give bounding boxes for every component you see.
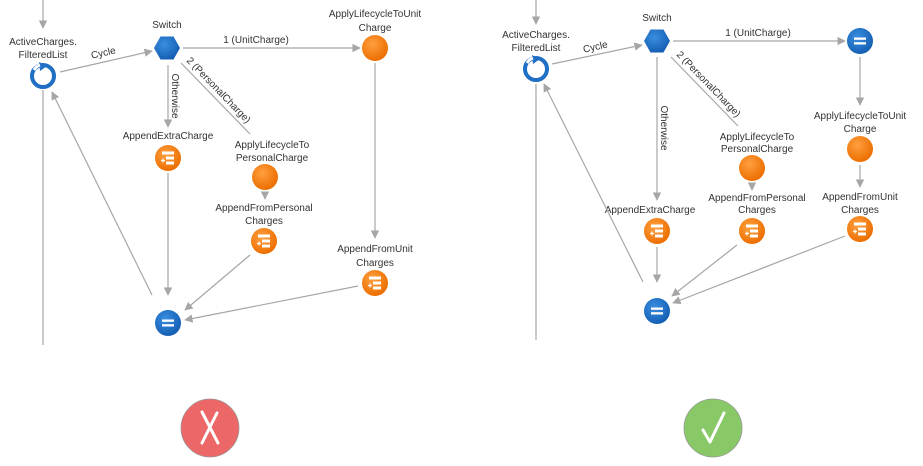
- apply-personal-label-2: PersonalCharge: [721, 144, 794, 155]
- edge: [671, 244, 738, 297]
- apply-personal-action-icon[interactable]: [739, 155, 765, 181]
- personal-charge-edge-label: 2 (PersonalCharge): [674, 49, 743, 119]
- apply-unit-label-2: Charge: [844, 124, 877, 135]
- x-icon: [200, 410, 220, 445]
- apply-unit-action-icon[interactable]: [847, 136, 873, 162]
- append-unit-label-1: AppendFromUnit: [822, 192, 898, 203]
- apply-personal-action-icon[interactable]: [252, 164, 278, 190]
- edge: [184, 254, 251, 311]
- unit-charge-edge-label: 1 (UnitCharge): [223, 35, 289, 46]
- cycle-edge: [551, 42, 643, 65]
- append-extra-label: AppendExtraCharge: [605, 205, 696, 216]
- append-unit-icon[interactable]: [846, 215, 874, 243]
- right-flow: ActiveCharges. FilteredList Cycle Switch…: [502, 0, 906, 458]
- apply-unit-label-1: ApplyLifecycleToUnit: [329, 9, 421, 20]
- append-unit-label-2: Charges: [356, 258, 394, 269]
- assign-end-icon[interactable]: [644, 298, 670, 324]
- edge: [184, 285, 359, 323]
- loop-back-edge: [51, 91, 153, 296]
- switch-label: Switch: [152, 20, 181, 31]
- apply-personal-label-1: ApplyLifecycleTo: [235, 140, 310, 151]
- append-personal-label-2: Charges: [245, 216, 283, 227]
- append-unit-icon[interactable]: [361, 269, 389, 297]
- personal-charge-edge: [670, 56, 739, 127]
- loop-label-1: ActiveCharges.: [9, 37, 77, 48]
- switch-icon[interactable]: [644, 29, 670, 53]
- switch-icon[interactable]: [154, 36, 180, 60]
- append-extra-label: AppendExtraCharge: [123, 131, 214, 142]
- check-icon: [701, 411, 726, 444]
- apply-unit-label-2: Charge: [359, 23, 392, 34]
- append-unit-label-2: Charges: [841, 205, 879, 216]
- loop-icon[interactable]: [523, 53, 549, 82]
- edge: [672, 235, 846, 305]
- personal-charge-edge: [180, 62, 251, 135]
- append-personal-label-1: AppendFromPersonal: [215, 203, 312, 214]
- switch-label: Switch: [642, 13, 671, 24]
- append-personal-icon[interactable]: [738, 217, 766, 245]
- otherwise-label: Otherwise: [658, 105, 669, 150]
- personal-charge-edge-label: 2 (PersonalCharge): [184, 55, 253, 125]
- loop-back-edge: [543, 83, 644, 283]
- correct-verdict-badge: [683, 398, 743, 458]
- wrong-flow: ActiveCharges. FilteredList Cycle Switch…: [9, 0, 421, 458]
- apply-personal-label-1: ApplyLifecycleTo: [720, 132, 795, 143]
- loop-icon[interactable]: [30, 60, 56, 89]
- cycle-edge: [59, 48, 153, 73]
- append-personal-icon[interactable]: [250, 227, 278, 255]
- append-unit-label-1: AppendFromUnit: [337, 244, 413, 255]
- assign-icon[interactable]: [155, 310, 181, 336]
- append-personal-label-2: Charges: [738, 205, 776, 216]
- otherwise-label: Otherwise: [169, 73, 180, 118]
- unit-charge-edge-label: 1 (UnitCharge): [725, 28, 791, 39]
- loop-label-1: ActiveCharges.: [502, 30, 570, 41]
- apply-unit-label-1: ApplyLifecycleToUnit: [814, 111, 906, 122]
- loop-label-2: FilteredList: [512, 43, 561, 54]
- append-extra-icon[interactable]: [643, 217, 671, 245]
- loop-label-2: FilteredList: [19, 50, 68, 61]
- apply-unit-action-icon[interactable]: [362, 35, 388, 61]
- assign-icon[interactable]: [847, 28, 873, 54]
- append-extra-icon[interactable]: [154, 144, 182, 172]
- append-personal-label-1: AppendFromPersonal: [708, 193, 805, 204]
- wrong-verdict-badge: [180, 398, 240, 458]
- apply-personal-label-2: PersonalCharge: [236, 153, 309, 164]
